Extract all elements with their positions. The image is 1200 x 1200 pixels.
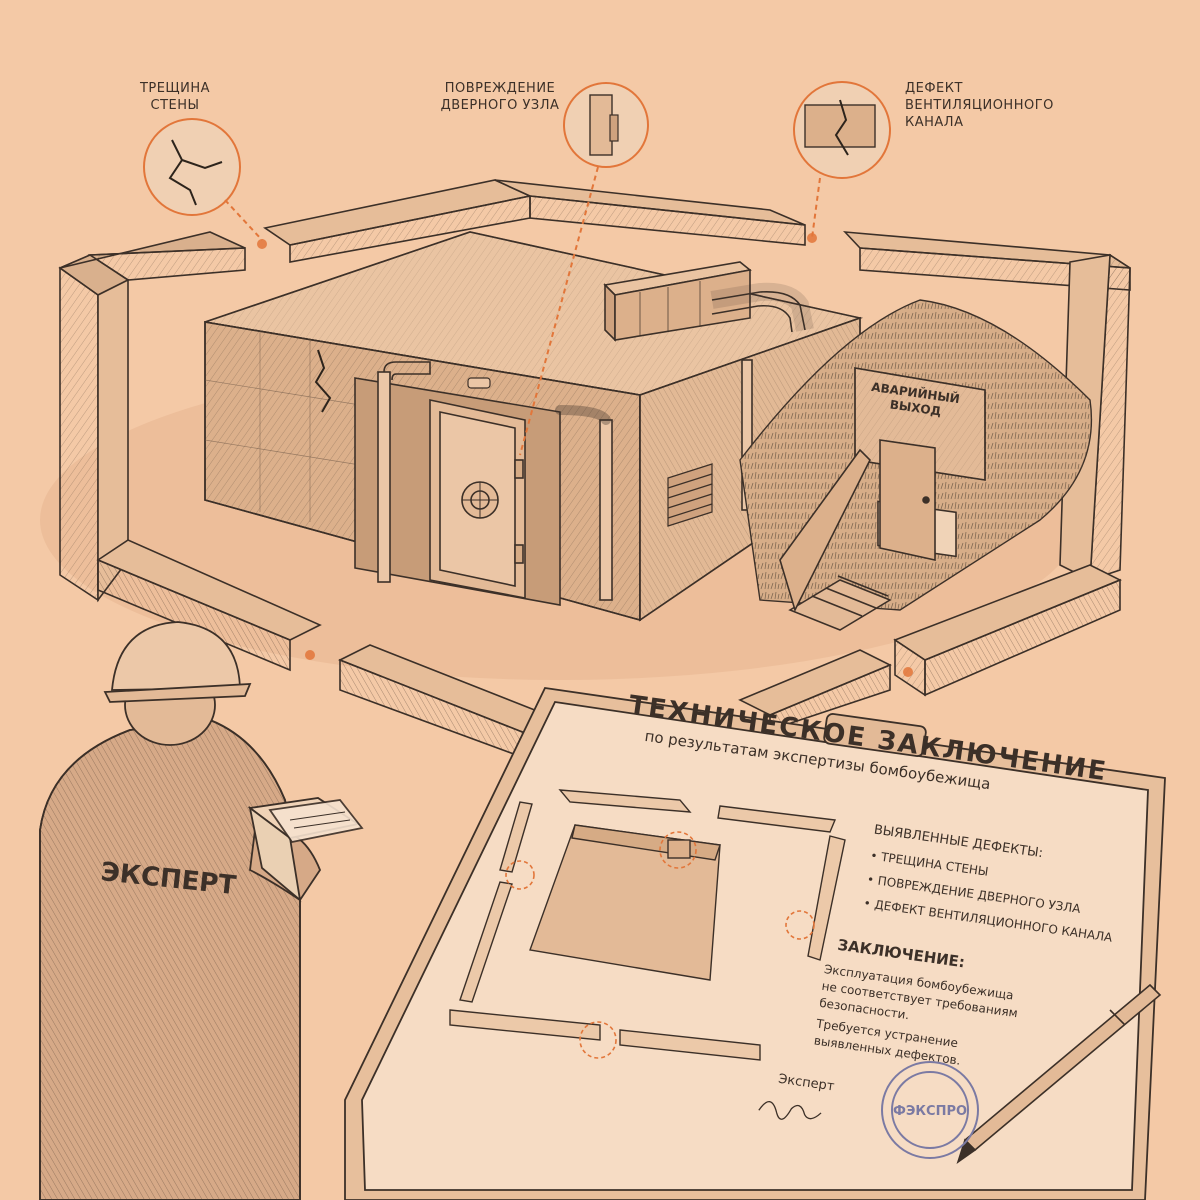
callout-label-line: ПОВРЕЖДЕНИЕ xyxy=(444,81,556,96)
door-lamp xyxy=(467,377,491,389)
report-plan-defect-marks xyxy=(505,831,815,1059)
callout-wall-crack xyxy=(143,118,263,241)
callout-label-vent-defect: ДЕФЕКТ ВЕНТИЛЯЦИОННОГО КАНАЛА xyxy=(905,80,1055,131)
wall-crack xyxy=(314,349,332,413)
callout-label-line: ВЕНТИЛЯЦИОННОГО xyxy=(905,98,1054,113)
vent-grille xyxy=(667,463,713,527)
expert-figure xyxy=(39,621,364,1200)
joint-defect-marks xyxy=(257,233,913,677)
signature xyxy=(758,1101,822,1120)
callout-label-line: ДВЕРНОГО УЗЛА xyxy=(440,98,560,113)
ventilation-unit xyxy=(603,261,814,342)
callout-label-line: ТРЕЩИНА xyxy=(139,81,211,96)
callout-vent-defect xyxy=(793,81,891,239)
perimeter-wall xyxy=(58,179,1131,762)
stamp xyxy=(881,1061,979,1159)
callout-label-door-damage: ПОВРЕЖДЕНИЕ ДВЕРНОГО УЗЛА xyxy=(430,80,570,114)
callout-label-line: КАНАЛА xyxy=(905,115,964,130)
pen xyxy=(956,983,1162,1165)
blast-door xyxy=(429,399,526,599)
stamp-label: ФЭКСПРО xyxy=(893,1104,967,1119)
emergency-exit xyxy=(779,367,986,631)
callout-label-wall-crack: ТРЕЩИНА СТЕНЫ xyxy=(120,80,230,114)
callout-label-line: СТЕНЫ xyxy=(150,98,200,113)
callout-door-damage xyxy=(519,82,649,456)
expert-label: Эксперт xyxy=(777,1072,835,1095)
callout-label-line: ДЕФЕКТ xyxy=(905,81,963,96)
report-plan-drawing xyxy=(449,789,846,1061)
pipes xyxy=(377,359,753,601)
